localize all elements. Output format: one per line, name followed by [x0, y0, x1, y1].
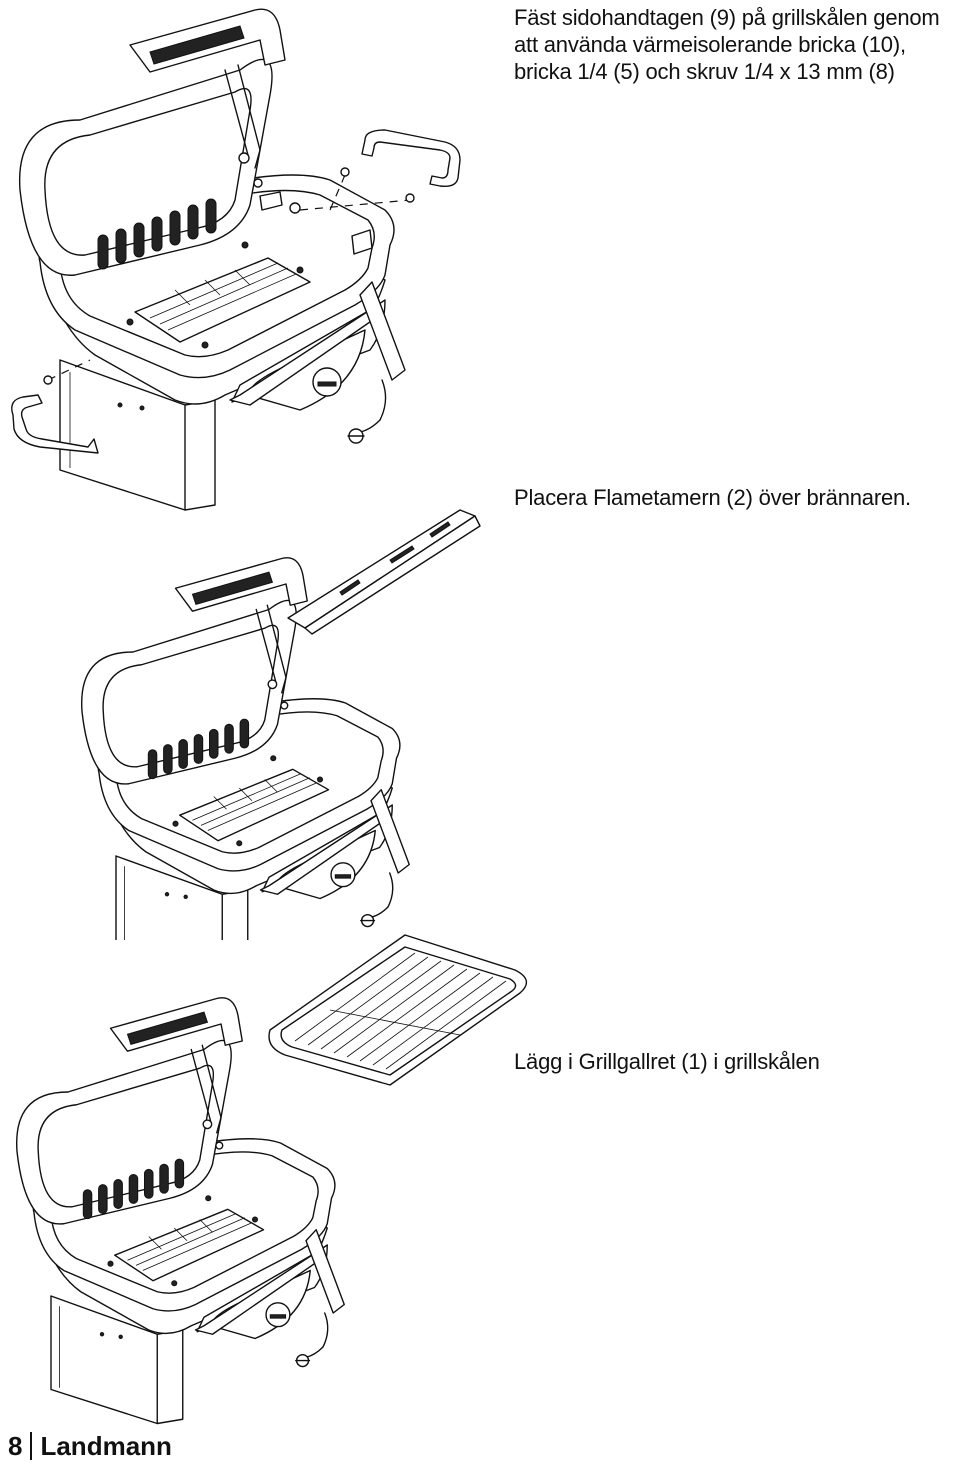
- step-1-instruction: Fäst sidohandtagen (9) på grillskålen ge…: [514, 5, 940, 84]
- brand-name: Landmann: [40, 1431, 172, 1461]
- page-number: 8: [8, 1431, 23, 1461]
- page-footer: 8 Landmann: [8, 1431, 172, 1461]
- footer-divider: [30, 1432, 33, 1460]
- grill-side-handles-illustration: [0, 8, 500, 511]
- grill-flame-tamer-illustration: [81, 500, 540, 940]
- step-2-instruction: Placera Flametamern (2) över brännaren.: [514, 485, 911, 510]
- step-3-instruction: Lägg i Grillgallret (1) i grillskålen: [514, 1049, 820, 1074]
- grill-cooking-grate-illustration: [16, 930, 540, 1425]
